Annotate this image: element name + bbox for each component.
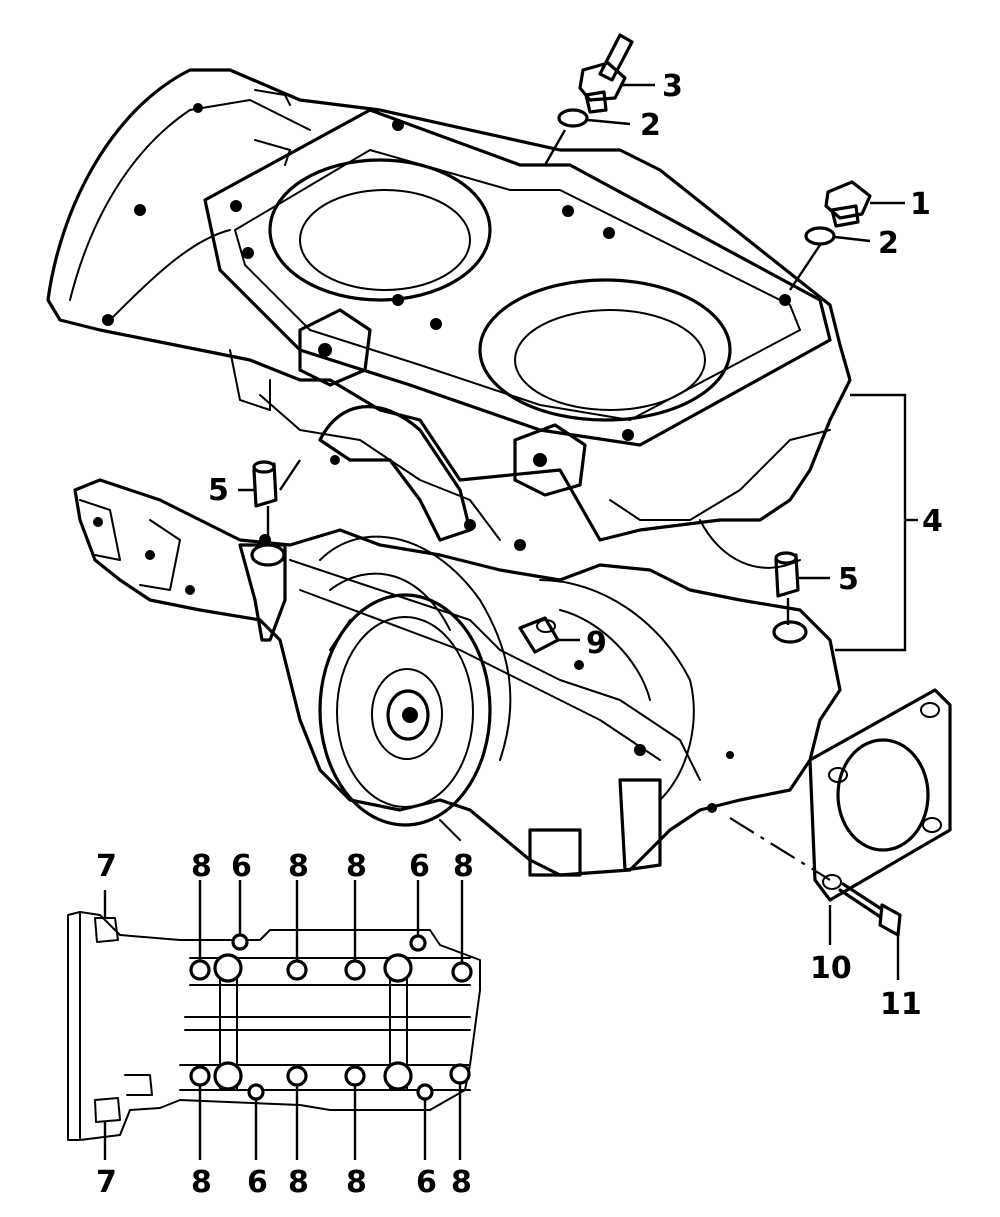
inset-callout-top-8: 8: [453, 849, 474, 884]
leader-lines: [238, 83, 918, 980]
callout-1: 1: [910, 187, 931, 222]
plug-part-1: [824, 180, 872, 228]
inset-callout-bottom-7: 7: [96, 1165, 117, 1200]
washer-part-2-upper: [557, 108, 589, 128]
gasket-plate-part-10: [808, 688, 952, 902]
inset-callout-top-8: 8: [191, 849, 212, 884]
inset-callout-top-6: 6: [231, 849, 252, 884]
callout-2: 2: [640, 108, 661, 143]
inset-callout-bottom-8: 8: [451, 1165, 472, 1200]
callout-5: 5: [838, 562, 859, 597]
inset-callout-top-6: 6: [409, 849, 430, 884]
dowel-part-5-left: [252, 460, 278, 508]
alignment-line: [729, 817, 831, 881]
inset-callout-top-8: 8: [288, 849, 309, 884]
inset-callout-top-8: 8: [346, 849, 367, 884]
screw-part-11: [838, 882, 902, 937]
callout-5: 5: [208, 473, 229, 508]
callouts: 1 2 2 3 4 5 5 9 10 11: [208, 69, 943, 1022]
upper-crankcase: [46, 68, 852, 569]
inset-callout-bottom-8: 8: [346, 1165, 367, 1200]
callout-10: 10: [810, 951, 852, 986]
inset-callout-bottom-6: 6: [416, 1165, 437, 1200]
bolt-pattern-inset: 7 8 6 8 8 6 8 7 8 6 8 8 6 8: [67, 849, 481, 1200]
washer-part-2-lower: [804, 226, 836, 246]
fitting-part-3: [578, 33, 634, 114]
callout-3: 3: [662, 69, 683, 104]
dowel-part-5-right: [774, 551, 800, 598]
inset-callout-top-7: 7: [96, 849, 117, 884]
inset-callout-bottom-6: 6: [247, 1165, 268, 1200]
lower-crankcase: [73, 478, 842, 877]
callout-4: 4: [922, 504, 943, 539]
inset-callout-bottom-8: 8: [288, 1165, 309, 1200]
callout-2: 2: [878, 226, 899, 261]
bushing-part-9: [518, 616, 560, 654]
callout-11: 11: [880, 987, 922, 1022]
inset-callout-bottom-8: 8: [191, 1165, 212, 1200]
callout-9: 9: [586, 626, 607, 661]
